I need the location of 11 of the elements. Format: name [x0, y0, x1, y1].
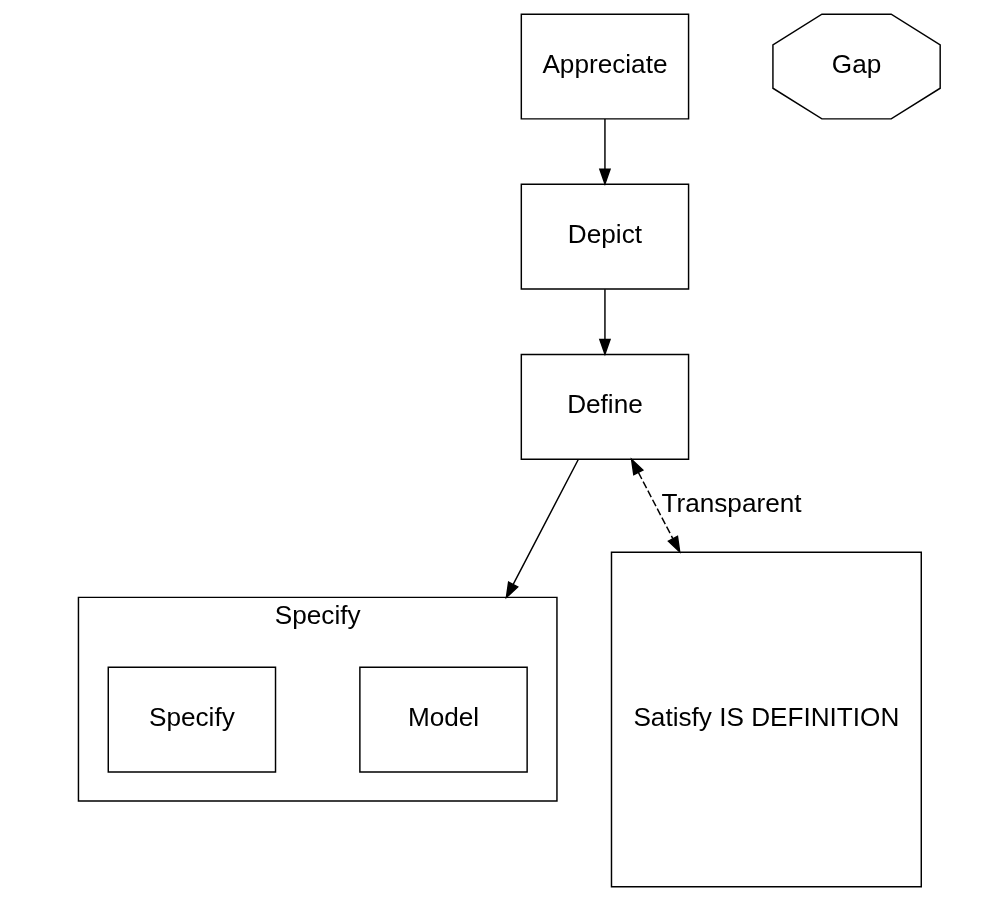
- node-box: Define: [520, 353, 690, 460]
- node-box: Satisfy IS DEFINITION: [610, 551, 922, 888]
- arrow: [505, 458, 579, 600]
- node-box: Specify: [107, 666, 277, 773]
- arrow: [598, 118, 612, 187]
- edge-label: Transparent: [661, 488, 802, 519]
- arrow: [598, 288, 612, 357]
- node-box: Depict: [520, 183, 690, 290]
- arrow: [630, 457, 681, 554]
- node-box: Model: [359, 666, 528, 773]
- node-box: Appreciate: [520, 13, 690, 120]
